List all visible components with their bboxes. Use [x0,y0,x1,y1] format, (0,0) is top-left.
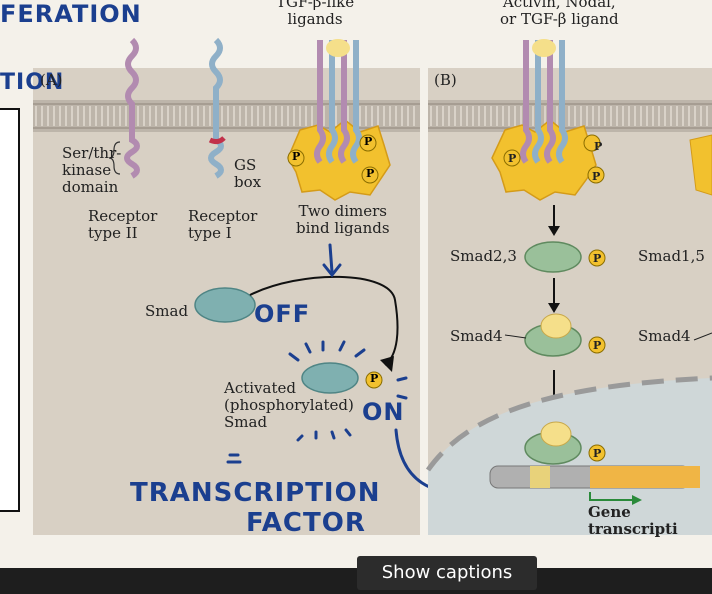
kinase-brace [108,141,121,175]
p-label-a2: P [364,135,373,148]
receptor-type-i [208,37,224,179]
handwriting-proliferation: FERATION [0,0,142,28]
phosphate-a1 [287,149,305,167]
smad15-label: Smad1,5 [638,247,705,265]
smad23-node [524,241,582,273]
panel-a-label: (A) [40,71,63,89]
note-transcription: TRANSCRIPTION [130,478,381,508]
p-label-b2: P [508,152,517,165]
video-bottom-bar [0,568,712,594]
handwriting-tion: TION [0,70,65,95]
p-label-smad4: P [593,339,602,352]
p-label-activated: P [370,372,379,385]
activin-ligand-label: Activin, Nodal, or TGF-β ligand [500,0,619,28]
gs-box-mark [208,136,226,145]
receptor-type-ii [124,37,140,179]
note-factor: FACTOR [246,508,366,538]
p-label-smad23: P [593,252,602,265]
kinase-burst-b [491,119,597,201]
smad23-label: Smad2,3 [450,247,517,265]
p-label-b3: P [592,170,601,183]
ligand-b [532,39,556,57]
gs-box-label: GS box [234,156,262,191]
phosphate-a3 [361,166,379,184]
p-label-a1: P [292,150,301,163]
left-partial-box [0,108,20,512]
phosphate-activated [365,371,383,389]
show-captions-tooltip[interactable]: Show captions [357,556,537,590]
ligand-a [326,39,350,57]
smad4-right-label: Smad4 [638,327,691,345]
two-dimers-label: Two dimers bind ligands [296,202,390,237]
receptor-type-i-label: Receptor type I [188,207,258,242]
panel-b-label: (B) [434,71,457,89]
smad-activated [301,362,359,394]
p-label-a3: P [366,167,375,180]
tgf-ligands-label: TGF-β-like ligands [276,0,355,28]
kinase-burst-b2 [689,134,712,196]
note-off: OFF [254,300,311,328]
phosphate-a2 [359,134,377,152]
membrane-a [33,100,420,132]
smad4-left-label: Smad4 [450,327,503,345]
gene-transcription-label: Gene transcripti [588,503,678,538]
activated-smad-label: Activated (phosphorylated) Smad [224,379,354,431]
p-label-b1: P [594,140,603,153]
smad-label: Smad [145,302,189,320]
p-label-nucleus: P [593,447,602,460]
smad-off [194,287,256,323]
activation-curve-arrow [249,275,399,366]
note-on: ON [362,398,405,426]
kinase-domain-label: Ser/thr- kinase domain [62,144,122,196]
receptor-type-ii-label: Receptor type II [88,207,158,242]
